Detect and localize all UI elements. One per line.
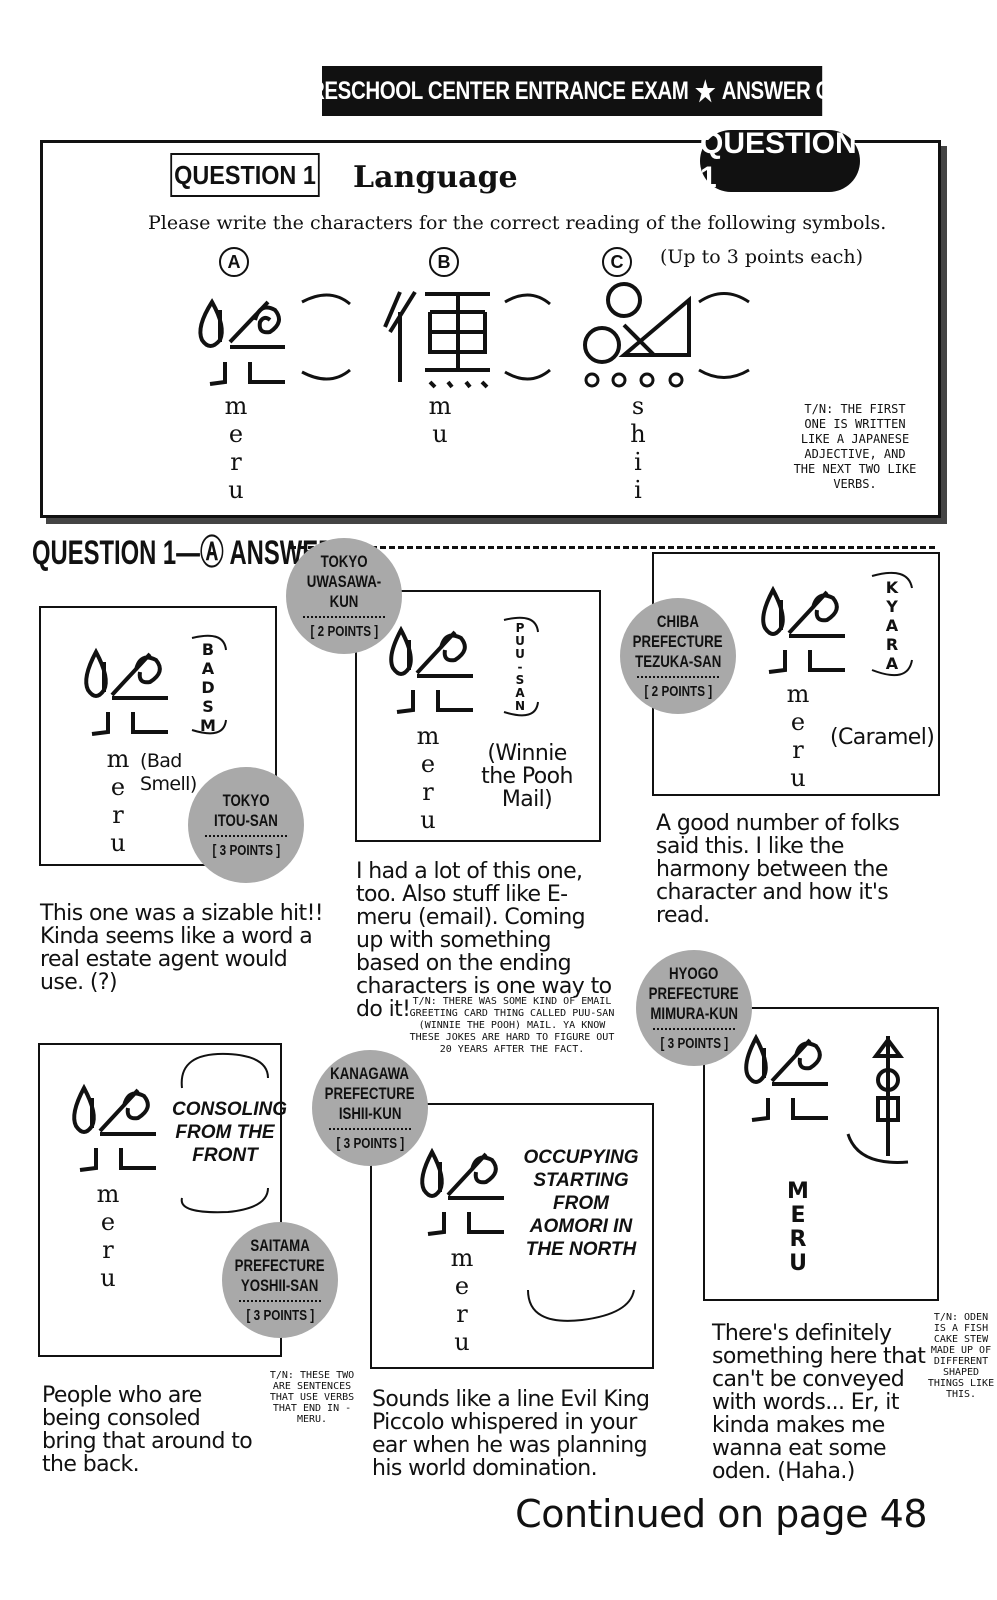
answer-bubble: OCCUPYING STARTING FROM AOMORI IN THE NO… xyxy=(523,1147,639,1260)
item-b-marker: B xyxy=(429,247,459,277)
dashed-divider xyxy=(290,546,935,549)
header-left-text: LEADER PRESCHOOL CENTER ENTRANCE EXAM xyxy=(209,76,689,105)
symbol-meru-icon xyxy=(72,1083,156,1172)
translator-note: T/N: THERE WAS SOME KIND OF EMAIL GREETI… xyxy=(409,996,615,1055)
answer-note: (Winnie the Pooh Mail) xyxy=(481,741,573,812)
score-seal: SAITAMA PREFECTURE YOSHII-SAN [ 3 POINTS… xyxy=(222,1222,338,1338)
score-seal: KANAGAWA PREFECTURE ISHII-KUN [ 3 POINTS… xyxy=(312,1050,428,1166)
translator-note: T/N: ODEN IS A FISH CAKE STEW MADE UP OF… xyxy=(927,1312,995,1400)
answer-reading: m e r u xyxy=(96,1180,120,1292)
question-instruction: Please write the characters for the corr… xyxy=(148,212,887,234)
score-seal: HYOGO PREFECTURE MIMURA-KUN [ 3 POINTS ] xyxy=(636,950,752,1066)
translator-note: T/N: THE FIRST ONE IS WRITTEN LIKE A JAP… xyxy=(793,402,917,491)
answer-reading: m e r u xyxy=(106,745,130,857)
symbol-meru-icon xyxy=(744,1033,909,1164)
item-a-marker: A xyxy=(219,247,249,277)
score-seal: TOKYO ITOU-SAN [ 3 POINTS ] xyxy=(188,767,304,883)
translator-note: T/N: THESE TWO ARE SENTENCES THAT USE VE… xyxy=(269,1370,355,1425)
answer-comment: I had a lot of this one, too. Also stuff… xyxy=(356,859,612,1022)
item-c-marker: C xyxy=(602,247,632,277)
item-c-reading: s h i i xyxy=(630,392,646,504)
answer-comment: A good number of folks said this. I like… xyxy=(656,811,900,928)
question-subject: Language xyxy=(353,160,518,195)
symbol-meru-icon xyxy=(420,1147,504,1236)
answer-comment: People who are being consoled bring that… xyxy=(42,1383,253,1477)
answer-comment: There's definitely something here that c… xyxy=(712,1321,926,1484)
bracket-outline xyxy=(527,1289,635,1322)
answer-panel xyxy=(355,590,601,842)
continued-note: Continued on page 48 xyxy=(515,1492,927,1536)
answer-reading: M E R U xyxy=(787,1179,809,1276)
symbol-mu-kanji-icon xyxy=(383,290,551,389)
star-icon: ★ xyxy=(694,75,716,107)
score-seal: TOKYO UWASAWA-KUN [ 2 POINTS ] xyxy=(286,538,402,654)
points-note: (Up to 3 points each) xyxy=(660,246,864,268)
symbol-shii-icon xyxy=(583,282,750,388)
answer-panel xyxy=(370,1103,654,1369)
answer-comment: This one was a sizable hit!! Kinda seems… xyxy=(40,901,324,995)
answer-comment: Sounds like a line Evil King Piccolo whi… xyxy=(372,1387,650,1481)
answer-note: (Caramel) xyxy=(830,725,935,750)
header-right-text: ANSWER CHECKING!! xyxy=(721,76,935,105)
symbol-meru-icon xyxy=(84,647,168,736)
bracket-outline xyxy=(871,572,913,677)
answer-note: (Bad Smell) xyxy=(140,750,197,795)
symbol-meru-icon xyxy=(198,293,351,386)
answer-reading: m e r u xyxy=(416,722,440,834)
bracket-outline xyxy=(191,634,227,735)
question-frame xyxy=(40,140,941,518)
answer-reading: m e r u xyxy=(786,680,810,792)
question-label: QUESTION 1 xyxy=(170,153,320,197)
item-a-reading: m e r u xyxy=(224,392,248,504)
item-b-reading: m u xyxy=(428,392,452,448)
answer-reading: m e r u xyxy=(450,1244,474,1356)
bracket-outline xyxy=(180,1052,269,1214)
symbol-meru-icon xyxy=(761,585,845,674)
answer-bubble: CONSOLING FROM THE FRONT xyxy=(172,1099,288,1166)
bracket-outline xyxy=(503,616,539,717)
exam-header-bar: LEADER PRESCHOOL CENTER ENTRANCE EXAM ★ … xyxy=(210,66,935,116)
score-seal: CHIBA PREFECTURE TEZUKA-SAN [ 2 POINTS ] xyxy=(620,598,736,714)
question-badge: QUESTION 1 xyxy=(700,127,860,194)
symbol-meru-icon xyxy=(389,625,473,714)
